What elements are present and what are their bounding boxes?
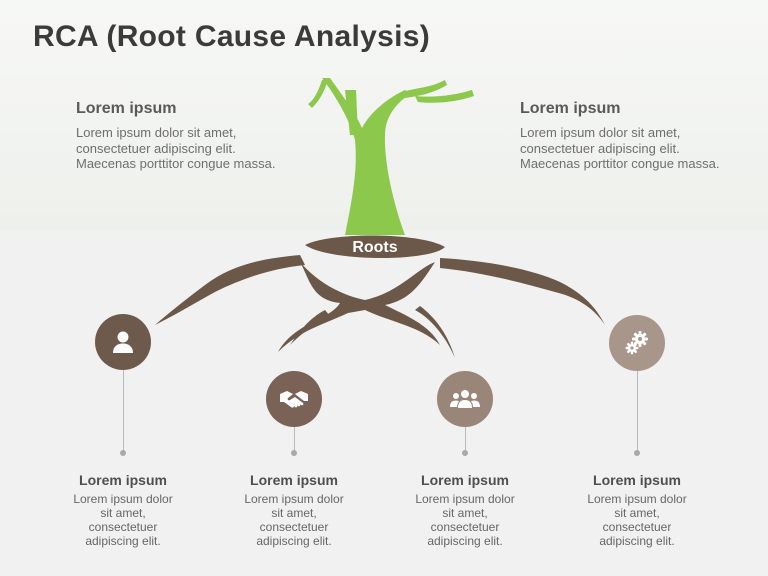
cause-1-dot (120, 450, 126, 456)
cause-2-dot (291, 450, 297, 456)
left-block-heading: Lorem ipsum (76, 100, 177, 117)
tree-trunk-graphic (308, 78, 474, 235)
right-block-text: Lorem ipsum dolor sit amet, consectetuer… (520, 125, 720, 171)
cause-3-heading: Lorem ipsum (421, 472, 509, 488)
gears-icon (625, 331, 648, 355)
cause-4-connector (637, 371, 638, 452)
cause-3-dot (462, 450, 468, 456)
cause-3-connector (465, 427, 466, 452)
cause-3-text: Lorem ipsum dolor sit amet, consectetuer… (415, 492, 515, 548)
slide-title: RCA (Root Cause Analysis) (33, 20, 431, 53)
cause-4-heading: Lorem ipsum (593, 472, 681, 488)
team-icon (450, 390, 480, 408)
handshake-icon (280, 391, 308, 408)
cause-1-text: Lorem ipsum dolor sit amet, consectetuer… (73, 492, 173, 548)
cause-4-text: Lorem ipsum dolor sit amet, consectetuer… (587, 492, 687, 548)
background-bottom (0, 231, 768, 576)
cause-2-circle (266, 371, 322, 427)
cause-2-heading: Lorem ipsum (250, 472, 338, 488)
left-block-text: Lorem ipsum dolor sit amet, consectetuer… (76, 125, 276, 171)
cause-2-text: Lorem ipsum dolor sit amet, consectetuer… (244, 492, 344, 548)
roots-label: Roots (352, 239, 398, 256)
cause-1-connector (123, 370, 124, 452)
right-block-heading: Lorem ipsum (520, 100, 621, 117)
user-icon (113, 331, 133, 353)
cause-3-circle (437, 371, 493, 427)
cause-1-heading: Lorem ipsum (79, 472, 167, 488)
cause-1-circle (95, 314, 151, 370)
cause-4-circle (609, 315, 665, 371)
cause-4-dot (634, 450, 640, 456)
cause-2-connector (294, 427, 295, 452)
roots-graphic (155, 235, 605, 358)
